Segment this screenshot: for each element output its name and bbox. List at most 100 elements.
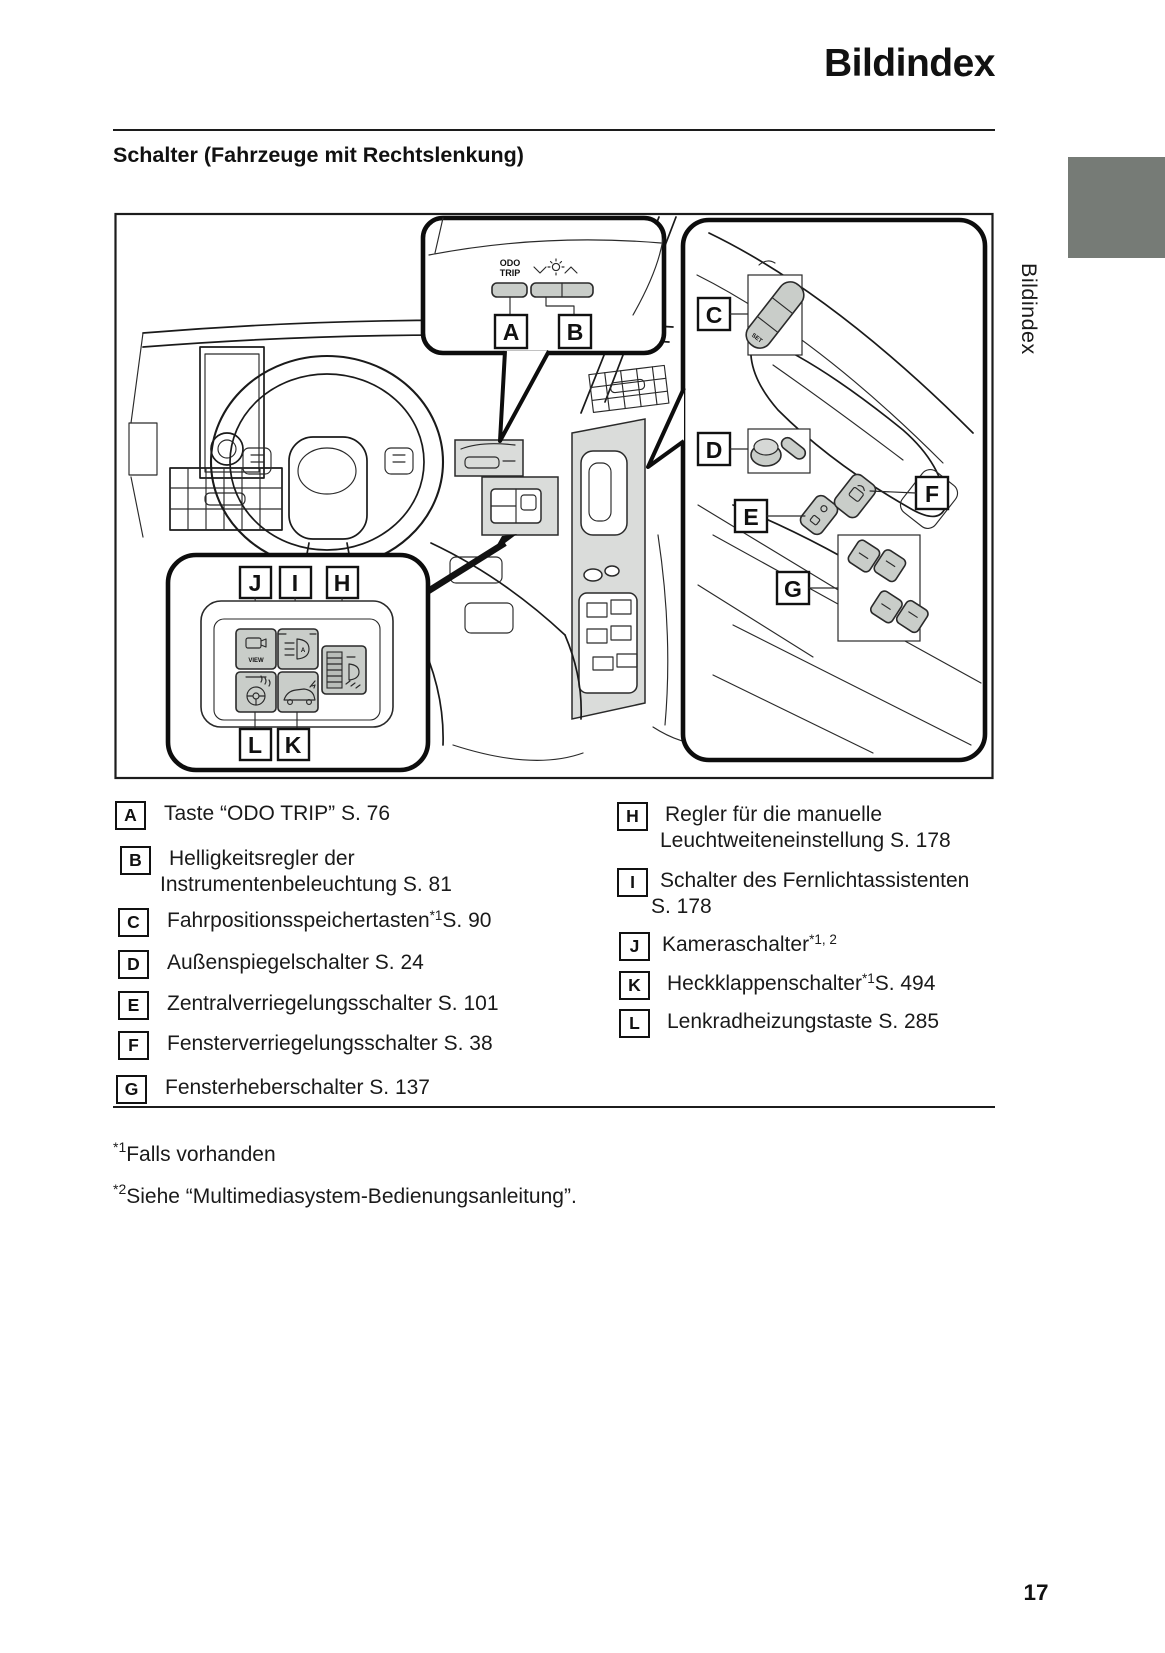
legend-item-j: J Kameraschalter*1, 2 [619, 932, 837, 961]
callout-box-c [696, 296, 732, 332]
svg-text:G: G [784, 576, 802, 602]
legend-item-g: G Fensterheberschalter S. 137 [116, 1075, 430, 1104]
svg-text:TRIP: TRIP [500, 268, 521, 278]
headlight-leveling-control [321, 645, 367, 695]
svg-text:I: I [292, 570, 298, 596]
legend-item-i: I Schalter des Fernlichtassistenten S. 1… [617, 868, 969, 919]
steering-wheel [209, 354, 445, 604]
legend-item-f: F Fensterverriegelungsschalter S. 38 [118, 1031, 493, 1060]
tailgate-button [277, 671, 319, 713]
legend-text-e: Zentralverriegelungsschalter S. 101 [167, 992, 499, 1015]
legend-text-g: Fensterheberschalter S. 137 [165, 1076, 430, 1099]
bubble-pointer [498, 350, 551, 443]
legend-letter-box-e: E [118, 991, 149, 1020]
tailgate-icon [283, 680, 316, 705]
callout-box-f [914, 475, 950, 511]
header-rule [113, 129, 995, 131]
top-callout-bubble: ODO TRIP A B [420, 215, 667, 443]
switch-location-figure: ODO TRIP A B [114, 212, 994, 780]
callout-box-h [325, 565, 360, 600]
footnote-2: *2Siehe “Multimediasystem-Bedienungsanle… [113, 1181, 577, 1208]
legend-text-f: Fensterverriegelungsschalter S. 38 [167, 1032, 493, 1055]
svg-text:K: K [285, 732, 302, 758]
legend-item-a: A Taste “ODO TRIP” S. 76 [115, 801, 390, 830]
legend-bottom-rule [113, 1106, 995, 1108]
svg-text:F: F [925, 481, 939, 507]
svg-text:B: B [567, 319, 584, 345]
mirror-control-switch [747, 428, 811, 474]
legend-letter-box-a: A [115, 801, 146, 830]
legend-text-d: Außenspiegelschalter S. 24 [167, 951, 424, 974]
legend-text-j: Kameraschalter*1, 2 [662, 932, 837, 956]
legend-letter-box-d: D [118, 950, 149, 979]
legend-letter-box-b: B [120, 846, 151, 875]
callout-box-i [278, 565, 313, 600]
legend-text-h: Regler für die manuelle Leuchtweiteneins… [660, 803, 951, 852]
section-heading: Schalter (Fahrzeuge mit Rechtslenkung) [113, 143, 524, 167]
footnote-1: *1Falls vorhanden [113, 1139, 276, 1166]
legend-letter-box-g: G [116, 1075, 147, 1104]
sun-icon [547, 258, 565, 276]
legend-letter-box-h: H [617, 802, 648, 831]
steering-heater-button [235, 671, 277, 713]
window-switches [837, 534, 929, 642]
window-lock-button [833, 473, 877, 519]
legend-text-l: Lenkradheizungstaste S. 285 [667, 1010, 940, 1033]
steering-heater-icon [246, 675, 271, 706]
center-air-vent [588, 364, 670, 413]
legend-item-k: K Heckklappenschalter*1S. 494 [619, 971, 935, 1000]
left-air-vent [169, 467, 283, 531]
svg-text:D: D [706, 437, 723, 463]
camera-view-button: VIEW [235, 628, 277, 670]
headlight-leveling-icon [345, 656, 361, 689]
right-callout-bubble: SET C D [646, 217, 988, 763]
svg-text:E: E [743, 504, 758, 530]
callout-box-j [238, 565, 273, 600]
svg-text:A: A [503, 319, 520, 345]
chevron-up-icon [564, 266, 578, 274]
legend-item-e: E Zentralverriegelungsschalter S. 101 [118, 991, 499, 1020]
callout-box-a [493, 313, 529, 350]
central-lock-button [799, 494, 839, 536]
legend-text-c: Fahrpositionsspeichertasten*1S. 90 [167, 908, 492, 932]
instrument-panel-switch-area [454, 439, 524, 477]
legend-text-i: Schalter des Fernlichtassistenten S. 178 [651, 869, 970, 918]
left-spoke-controls [242, 447, 272, 475]
page-title: Bildindex [823, 42, 996, 85]
svg-text:C: C [706, 302, 723, 328]
chapter-tab-label: Bildindex [1017, 263, 1041, 355]
chapter-tab [1068, 157, 1165, 258]
window-switch-icon [858, 552, 896, 568]
svg-text:VIEW: VIEW [248, 658, 264, 664]
auto-high-beam-icon: A [284, 638, 310, 660]
callout-box-b [557, 313, 593, 350]
mirror-control-icon [753, 438, 779, 456]
legend-item-d: D Außenspiegelschalter S. 24 [118, 950, 424, 979]
legend-letter-box-i: I [617, 868, 648, 897]
window-lock-icon [848, 487, 864, 502]
legend-item-h: H Regler für die manuelle Leuchtweitenei… [617, 802, 951, 853]
page-number: 17 [1023, 1580, 1049, 1605]
bubble-pointer [646, 387, 686, 469]
legend-text-b: Helligkeitsregler der Instrumentenbeleuc… [160, 847, 452, 896]
legend-text-k: Heckklappenschalter*1S. 494 [667, 971, 936, 995]
legend-letter-box-j: J [619, 932, 650, 961]
legend-letter-box-c: C [118, 908, 149, 937]
door-lock-icon [820, 505, 828, 513]
legend-letter-box-f: F [118, 1031, 149, 1060]
legend-text-a: Taste “ODO TRIP” S. 76 [164, 802, 391, 825]
odo-trip-button [491, 282, 528, 298]
lower-switch-panel-area [481, 476, 559, 536]
odo-trip-label: ODO [500, 258, 521, 268]
door-switch-area [571, 418, 646, 720]
camera-icon [245, 637, 267, 649]
svg-text:H: H [334, 570, 351, 596]
legend-item-c: C Fahrpositionsspeichertasten*1S. 90 [118, 908, 491, 937]
legend-letter-box-l: L [619, 1009, 650, 1038]
chevron-down-icon [533, 266, 547, 274]
svg-text:J: J [249, 570, 262, 596]
right-spoke-controls [384, 447, 414, 475]
seat-memory-switch: SET [745, 260, 805, 356]
svg-text:L: L [248, 732, 262, 758]
